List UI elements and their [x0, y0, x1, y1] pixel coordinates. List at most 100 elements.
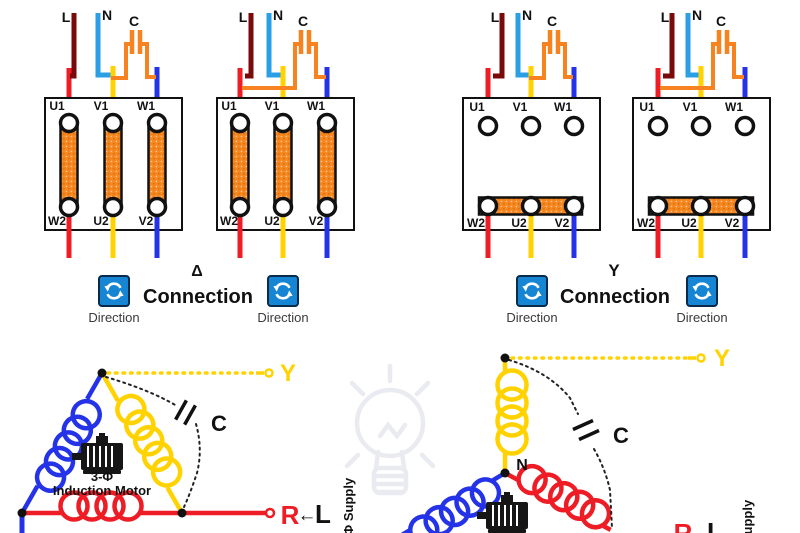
link-bars-vertical [230, 121, 337, 209]
capacitor-leads [660, 42, 744, 90]
label-r-phase: R [674, 518, 693, 533]
label-r-phase: R [281, 500, 300, 530]
direction-button-star-2[interactable] [686, 275, 718, 307]
direction-label: Direction [676, 310, 727, 325]
link-bars-vertical [59, 121, 167, 209]
delta-schematic: 3-Φ Induction Motor Y C R ← L 1-Φ Supply [17, 360, 356, 533]
wire-n [95, 13, 112, 78]
label-C: C [298, 13, 308, 29]
label-V1: V1 [94, 99, 109, 113]
label-V2: V2 [725, 216, 740, 230]
star-symbol: Y [608, 261, 620, 280]
wire-n [266, 13, 282, 78]
label-U2: U2 [93, 214, 109, 228]
star-winding-yellow [495, 358, 529, 473]
delta-section-header: Δ Connection [143, 263, 253, 308]
label-V1: V1 [265, 99, 280, 113]
terminal-box-star-2: L N C U1 V1 W1 W2 U2 V2 [632, 7, 771, 258]
label-U1: U1 [639, 100, 655, 114]
label-W1: W1 [307, 99, 325, 113]
label-V1: V1 [513, 100, 528, 114]
y-terminal-ring [696, 353, 706, 363]
capacitor-branch-dotted-2 [593, 448, 613, 529]
wire-n [685, 13, 700, 78]
wire-l-maroon [493, 13, 505, 79]
label-y-tap: Y [714, 345, 730, 372]
direction-button-delta-2[interactable] [267, 275, 299, 307]
label-U1: U1 [469, 100, 485, 114]
label-capacitor: C [211, 411, 227, 436]
top-node [500, 353, 510, 363]
direction-label: Direction [257, 310, 308, 325]
direction-button-star-1[interactable] [516, 275, 548, 307]
supply-label-vertical: 1-Φ Supply [341, 477, 356, 533]
delta-connection-title: Connection [143, 286, 253, 308]
label-W1: W1 [137, 99, 155, 113]
capacitor-branch-dotted-2 [183, 423, 201, 508]
star-schematic: Y C N R ← L 1-Φ Supply [395, 345, 755, 533]
label-W2: W2 [637, 216, 655, 230]
label-C: C [716, 13, 726, 29]
label-V2: V2 [139, 214, 154, 228]
y-terminal-ring [264, 368, 274, 378]
capacitor-symbol [572, 418, 600, 442]
vertex-node [97, 368, 107, 378]
direction-label: Direction [506, 310, 557, 325]
wire-l-maroon [663, 13, 675, 79]
delta-winding-red [22, 490, 276, 522]
label-capacitor: C [613, 423, 629, 448]
capacitor-branch-dotted [105, 376, 178, 407]
motor-caption-1: 3-Φ [91, 469, 114, 484]
label-U2: U2 [681, 216, 697, 230]
vertex-node [177, 508, 187, 518]
label-W2: W2 [48, 214, 66, 228]
direction-label: Direction [88, 310, 139, 325]
capacitor-symbol [174, 399, 197, 426]
delta-winding-blue [20, 371, 104, 514]
direction-button-delta-1[interactable] [98, 275, 130, 307]
label-N: N [273, 7, 283, 23]
terminal-box-star-1: L N C U1 V1 W1 W2 U2 V2 [462, 7, 601, 258]
label-W1: W1 [554, 100, 572, 114]
wire-l-maroon [245, 13, 254, 79]
terminal-studs [229, 112, 338, 218]
label-W2: W2 [220, 214, 238, 228]
delta-winding-yellow [100, 371, 184, 514]
label-C: C [129, 13, 139, 29]
capacitor-plates [298, 30, 312, 54]
label-L: L [491, 9, 500, 25]
label-C: C [547, 13, 557, 29]
star-section-header: Y Connection [560, 261, 670, 308]
label-U1: U1 [49, 99, 65, 113]
label-L: L [62, 9, 71, 25]
label-W2: W2 [467, 216, 485, 230]
wire-n [515, 13, 530, 78]
label-neutral: N [516, 457, 528, 474]
wire-l-maroon [70, 13, 77, 79]
vertex-node [17, 508, 27, 518]
capacitor-plates [716, 30, 730, 54]
capacitor-leads [111, 42, 156, 80]
label-U2: U2 [264, 214, 280, 228]
arrow-icon: ← [691, 523, 710, 533]
capacitor-leads [242, 42, 326, 90]
terminal-box-delta-1: L N C U1 V1 W1 W2 U2 V2 [44, 7, 183, 258]
capacitor-leads [529, 42, 573, 80]
star-winding-red [503, 463, 612, 532]
label-line: L [315, 499, 331, 529]
label-L: L [239, 9, 248, 25]
terminal-box-delta-2: L N C U1 V1 W1 W2 U2 V2 [216, 7, 355, 258]
label-V2: V2 [555, 216, 570, 230]
label-W1: W1 [725, 100, 743, 114]
capacitor-plates [547, 30, 561, 54]
star-connection-title: Connection [560, 286, 670, 308]
label-y-tap: Y [280, 360, 296, 387]
label-N: N [522, 7, 532, 23]
capacitor-plates [129, 30, 143, 54]
label-V1: V1 [683, 100, 698, 114]
label-U2: U2 [511, 216, 527, 230]
capacitor-branch-dotted [508, 359, 579, 415]
label-U1: U1 [221, 99, 237, 113]
